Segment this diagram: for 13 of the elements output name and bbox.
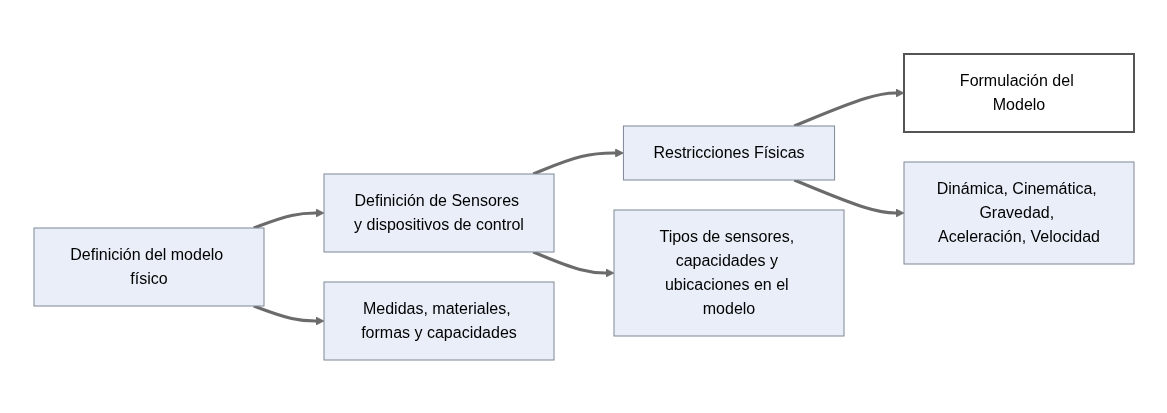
node-box: Tipos de sensores, capacidades y ubicaciones en el modelo xyxy=(613,209,844,336)
arrow xyxy=(252,304,324,325)
node-box: Dinámica, Cinemática, Gravedad, Aceleración, Velocidad xyxy=(903,161,1134,264)
arrow xyxy=(532,148,624,175)
node-box: Medidas, materiales, formas y capacidades xyxy=(323,281,554,360)
arrow xyxy=(793,178,904,217)
arrow xyxy=(532,250,614,277)
node-box: Restricciones Físicas xyxy=(622,125,835,180)
node-box: Definición del modelo físico xyxy=(33,227,264,306)
node-box: Formulación del Modelo xyxy=(902,52,1135,133)
arrow xyxy=(252,208,324,229)
arrow xyxy=(793,88,904,127)
node-box: Definición de Sensores y dispositivos de control xyxy=(323,173,554,252)
